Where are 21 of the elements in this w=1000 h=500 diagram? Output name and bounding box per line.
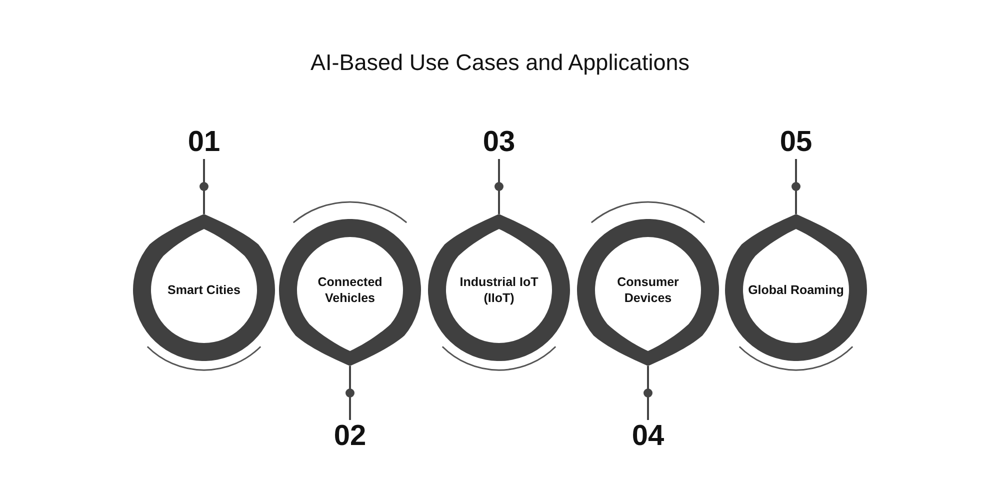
step-number: 04 xyxy=(632,422,664,451)
diagram-title: AI-Based Use Cases and Applications xyxy=(310,50,690,76)
node-label: Industrial IoT (IIoT) xyxy=(459,274,539,306)
node-label: Connected Vehicles xyxy=(317,274,383,306)
teardrop-ring xyxy=(725,214,867,361)
step-number: 05 xyxy=(780,128,812,157)
connector-line xyxy=(200,159,208,214)
connector-line xyxy=(346,366,354,420)
node-label: Smart Cities xyxy=(167,282,241,298)
connector-line xyxy=(494,159,504,214)
connector-line xyxy=(644,366,652,420)
teardrop-ring xyxy=(577,219,719,366)
node-label: Consumer Devices xyxy=(616,274,680,306)
teardrop-ring xyxy=(133,214,275,361)
step-number: 03 xyxy=(482,128,516,157)
step-number: 02 xyxy=(334,422,366,451)
teardrop-ring xyxy=(428,214,570,361)
node-label: Global Roaming xyxy=(748,282,844,298)
step-number: 01 xyxy=(188,128,220,157)
teardrop-ring xyxy=(279,219,421,366)
connector-line xyxy=(792,159,800,214)
